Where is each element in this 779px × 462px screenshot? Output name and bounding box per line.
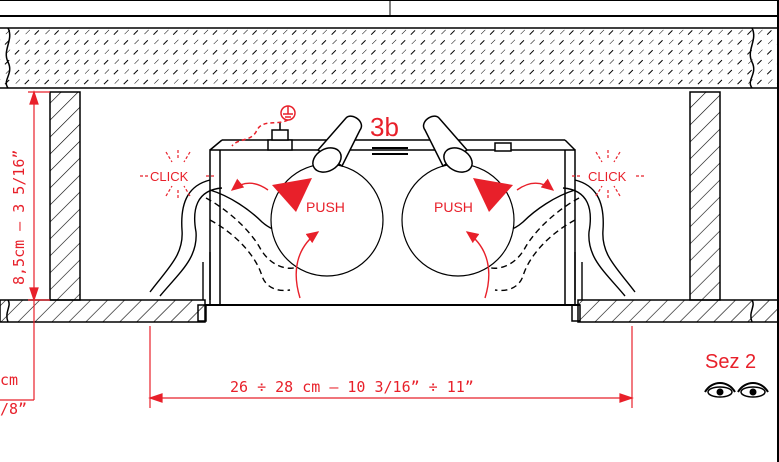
step-label: 3b (370, 112, 399, 142)
push-arrow-left-icon (272, 178, 312, 212)
push-label-right: PUSH (434, 199, 473, 215)
click-arrows (230, 178, 555, 191)
support-column-left (49, 91, 81, 301)
click-label-left: CLICK (150, 169, 189, 184)
section-label: Sez 2 (705, 351, 756, 373)
spring-clip-right (484, 179, 636, 300)
false-ceiling-right (577, 299, 779, 323)
ceiling-slab (0, 27, 779, 89)
push-label-left: PUSH (306, 199, 345, 215)
height-dimension-label: 8,5cm – 3 5/16” (10, 150, 28, 285)
ground-symbol-icon (231, 105, 296, 147)
push-circle-left (270, 163, 384, 299)
cut-text-line1: cm (0, 371, 18, 389)
finger-press-icon (312, 115, 473, 173)
height-dimension-line (0, 90, 50, 401)
push-circle-right (401, 163, 515, 299)
eye-icon (704, 382, 769, 398)
false-ceiling-left (0, 299, 206, 323)
click-burst-right-icon (572, 150, 646, 198)
support-column-right (689, 91, 721, 301)
cut-text-line2: /8” (0, 400, 27, 418)
click-label-right: CLICK (588, 169, 627, 184)
equivalence-mark (372, 147, 408, 155)
click-burst-left-icon (140, 150, 214, 198)
width-dimension-label: 26 ÷ 28 cm – 10 3/16” ÷ 11” (230, 378, 474, 396)
push-arrow-right-icon (473, 178, 513, 212)
width-dimension-line (148, 326, 634, 408)
